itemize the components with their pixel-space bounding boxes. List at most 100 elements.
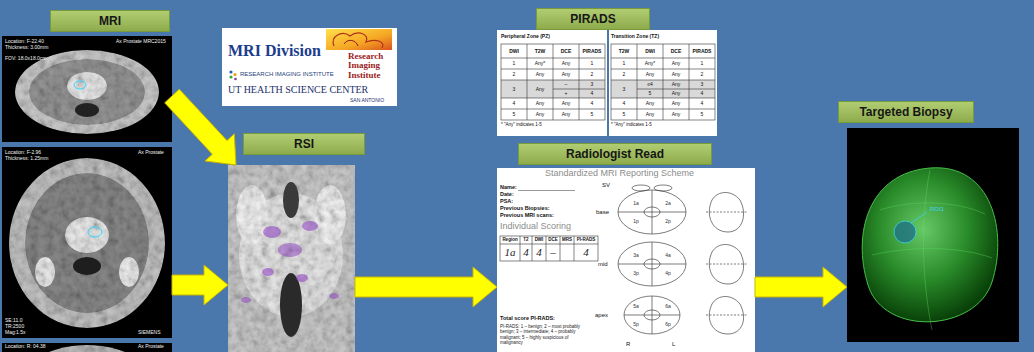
table-header: T2: [520, 236, 532, 244]
level-line: [706, 264, 748, 265]
form-sheet: [497, 168, 755, 352]
table-cell: 4: [611, 98, 637, 109]
table-cell: 3: [579, 80, 605, 89]
logo-dot: [229, 70, 232, 73]
sketch-label: L: [672, 340, 680, 348]
render-ground: [847, 128, 1019, 342]
table-cell: Any: [663, 80, 689, 89]
roi-label: ROI1: [930, 206, 944, 212]
table-title: Peripheral Zone (PZ): [501, 34, 550, 39]
report-panel: Radiologist ReadStandardized MRI Reporti…: [497, 168, 755, 352]
level-line: [706, 212, 748, 213]
form-field: Name:: [500, 185, 517, 191]
brain-swirl: [344, 40, 358, 46]
rsi-signal: [241, 297, 251, 303]
table-cell: 1: [579, 58, 605, 69]
block-arrow: [165, 89, 236, 165]
level-line: [706, 315, 748, 316]
scan-annotation: SE:11.0: [5, 318, 22, 323]
scan-annotation: Location: F-2.96: [5, 150, 41, 155]
prostate: [65, 217, 109, 253]
table-cell: 3: [689, 80, 715, 89]
zone-outline: [618, 190, 686, 234]
rsi-ground: [228, 165, 355, 352]
zone-number: 6p: [662, 320, 674, 328]
table-cell: 2: [501, 69, 527, 80]
model-wire: [872, 249, 992, 258]
scan-annotation: Thickness: 3.00mm: [5, 45, 48, 50]
roi-leader: [911, 212, 927, 223]
block-arrow: [355, 267, 497, 307]
pelvis-inner: [25, 173, 149, 313]
pirads-tables: [497, 30, 717, 136]
form-field: Previous Biopsies:: [500, 206, 550, 212]
heading-label: RSI: [243, 133, 365, 155]
heading-label: Radiologist Read: [518, 143, 712, 165]
bone: [119, 257, 139, 287]
zone-number: 5p: [630, 320, 642, 328]
table-cell: Any: [527, 80, 553, 98]
table-line: [560, 236, 561, 261]
table-cell: 3: [501, 80, 527, 98]
rsi-signal: [278, 243, 302, 257]
table-cell: 5: [579, 109, 605, 120]
table-line: [553, 44, 554, 120]
table-line: [500, 244, 598, 245]
form-section: Individual Scoring: [500, 222, 571, 232]
table-line: [611, 80, 715, 81]
table-header: Region: [500, 236, 520, 244]
table-cell: Any: [663, 109, 689, 120]
zone-number: 2p: [662, 217, 674, 225]
table-cell: DCE: [553, 44, 579, 58]
biopsy-panel: Targeted BiopsyROI1: [847, 128, 1019, 342]
model-wire: [880, 203, 985, 214]
zone-number: 1p: [630, 217, 642, 225]
table-header: DWI: [532, 236, 546, 244]
table-cell: 2: [689, 69, 715, 80]
zone-number: 3a: [630, 251, 642, 259]
table-cell: 4: [579, 89, 605, 98]
table-cell: 4: [501, 98, 527, 109]
table-cell: 4: [689, 89, 715, 98]
prostate-model: [862, 168, 998, 322]
table-line: [501, 109, 605, 110]
rsi-panel: RSI: [228, 165, 355, 352]
pirads-panel: PIRADSPeripheral Zone (PZ)Transition Zon…: [497, 30, 717, 136]
table-line: [574, 236, 575, 261]
brain-logo: [326, 29, 392, 50]
roi-sphere: [894, 221, 916, 243]
sketch-label: mid: [598, 260, 616, 268]
scan-annotation: Ax Prostate: [138, 150, 164, 155]
institute-name: RESEARCH IMAGING INSTITUTE: [240, 71, 334, 77]
block-arrow: [172, 265, 228, 305]
table-cell: DWI: [637, 44, 663, 58]
table-line: [527, 44, 528, 120]
prostate: [67, 72, 107, 100]
sketch-label: SV: [602, 181, 616, 189]
scan-annotation: FOV: 18.0x18.0cm: [5, 56, 47, 61]
scan-annotation: TR:2500: [5, 324, 24, 329]
heading-label: Targeted Biopsy: [838, 101, 974, 123]
mri-panel: MRILocation: F-22.40Thickness: 3.00mmFOV…: [2, 36, 172, 352]
table-cell: 4: [689, 98, 715, 109]
logo-ground: [222, 28, 397, 106]
table-cell: Any: [553, 98, 579, 109]
table-cell: T2W: [527, 44, 553, 58]
table-cell: 3: [611, 80, 637, 98]
table-cell: Any: [663, 58, 689, 69]
table-cell: Any*: [637, 58, 663, 69]
zone-outline: [624, 296, 680, 334]
table-cell: 5: [689, 109, 715, 120]
zone-number: 6a: [662, 302, 674, 310]
heading-label: MRI: [50, 10, 170, 32]
table-cell: Any: [637, 69, 663, 80]
zone-outline: [618, 242, 686, 286]
table-cell: Any: [637, 109, 663, 120]
rsi-tissue: [236, 185, 268, 245]
table-border: [611, 44, 715, 120]
rsi-image: [228, 165, 355, 352]
biopsy-render: [847, 128, 1019, 342]
zone-number: 1a: [630, 199, 642, 207]
rsi-dark: [283, 182, 299, 218]
